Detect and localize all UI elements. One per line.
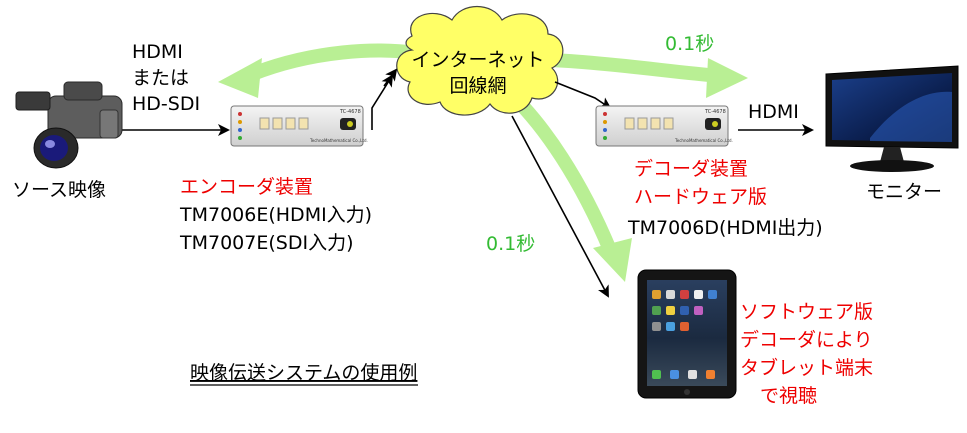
green-arrowhead-right	[706, 58, 748, 98]
caption: 映像伝送システムの使用例	[190, 362, 417, 384]
decoder-title-1: デコーダ装置	[634, 158, 748, 180]
camcorder-icon	[15, 81, 123, 169]
software-line2: デコーダにより	[740, 329, 873, 351]
internet-label-line2: 回線網	[449, 75, 506, 97]
arrow-encoder-to-cloud	[371, 74, 394, 130]
software-line1: ソフトウェア版	[740, 301, 873, 323]
green-arrowhead-down	[593, 238, 632, 282]
decoder-model: TM7006D(HDMI出力)	[627, 217, 823, 239]
decoder-title-2: ハードウェア版	[634, 186, 767, 208]
decoder-brand-tag: TechnoMathematical Co.,Ltd.	[674, 138, 733, 143]
encoder-brand-tag: TechnoMathematical Co.,Ltd.	[309, 138, 368, 143]
signal-arrows	[118, 68, 814, 298]
arrow-cloud-to-tablet	[511, 115, 609, 298]
decoder-device: TC-4678 TechnoMathematical Co.,Ltd.	[595, 105, 733, 147]
decoder-model-tag: TC-4678	[704, 109, 726, 115]
arrow-encoder-to-cloud-head	[383, 68, 398, 87]
internet-label-line1: インターネット	[411, 49, 544, 71]
software-line4: で視聴	[760, 385, 817, 407]
hdmi-or-line2: または	[132, 67, 189, 89]
hdmi-or-line3: HD-SDI	[132, 93, 200, 115]
internet-cloud: インターネット 回線網	[396, 6, 564, 116]
green-arrowhead-left	[218, 58, 262, 98]
software-line3: タブレット端末	[740, 356, 873, 379]
latency-top: 0.1秒	[665, 33, 714, 55]
hdmi-out-label: HDMI	[748, 101, 799, 123]
encoder-title: エンコーダ装置	[180, 176, 313, 198]
tablet-icon	[637, 269, 737, 399]
monitor-icon	[825, 65, 959, 172]
encoder-model-2: TM7007E(SDI入力)	[179, 232, 353, 254]
encoder-model-1: TM7006E(HDMI入力)	[179, 204, 372, 226]
tablet-app-icons	[652, 290, 717, 379]
monitor-label: モニター	[866, 181, 942, 203]
hdmi-or-line1: HDMI	[132, 41, 183, 63]
source-video-label: ソース映像	[12, 179, 106, 201]
encoder-device: TC-4678 TechnoMathematical Co.,Ltd.	[230, 105, 368, 147]
arrow-cloud-to-decoder	[554, 81, 612, 110]
encoder-model-tag: TC-4678	[339, 109, 361, 115]
latency-mid: 0.1秒	[486, 233, 535, 255]
